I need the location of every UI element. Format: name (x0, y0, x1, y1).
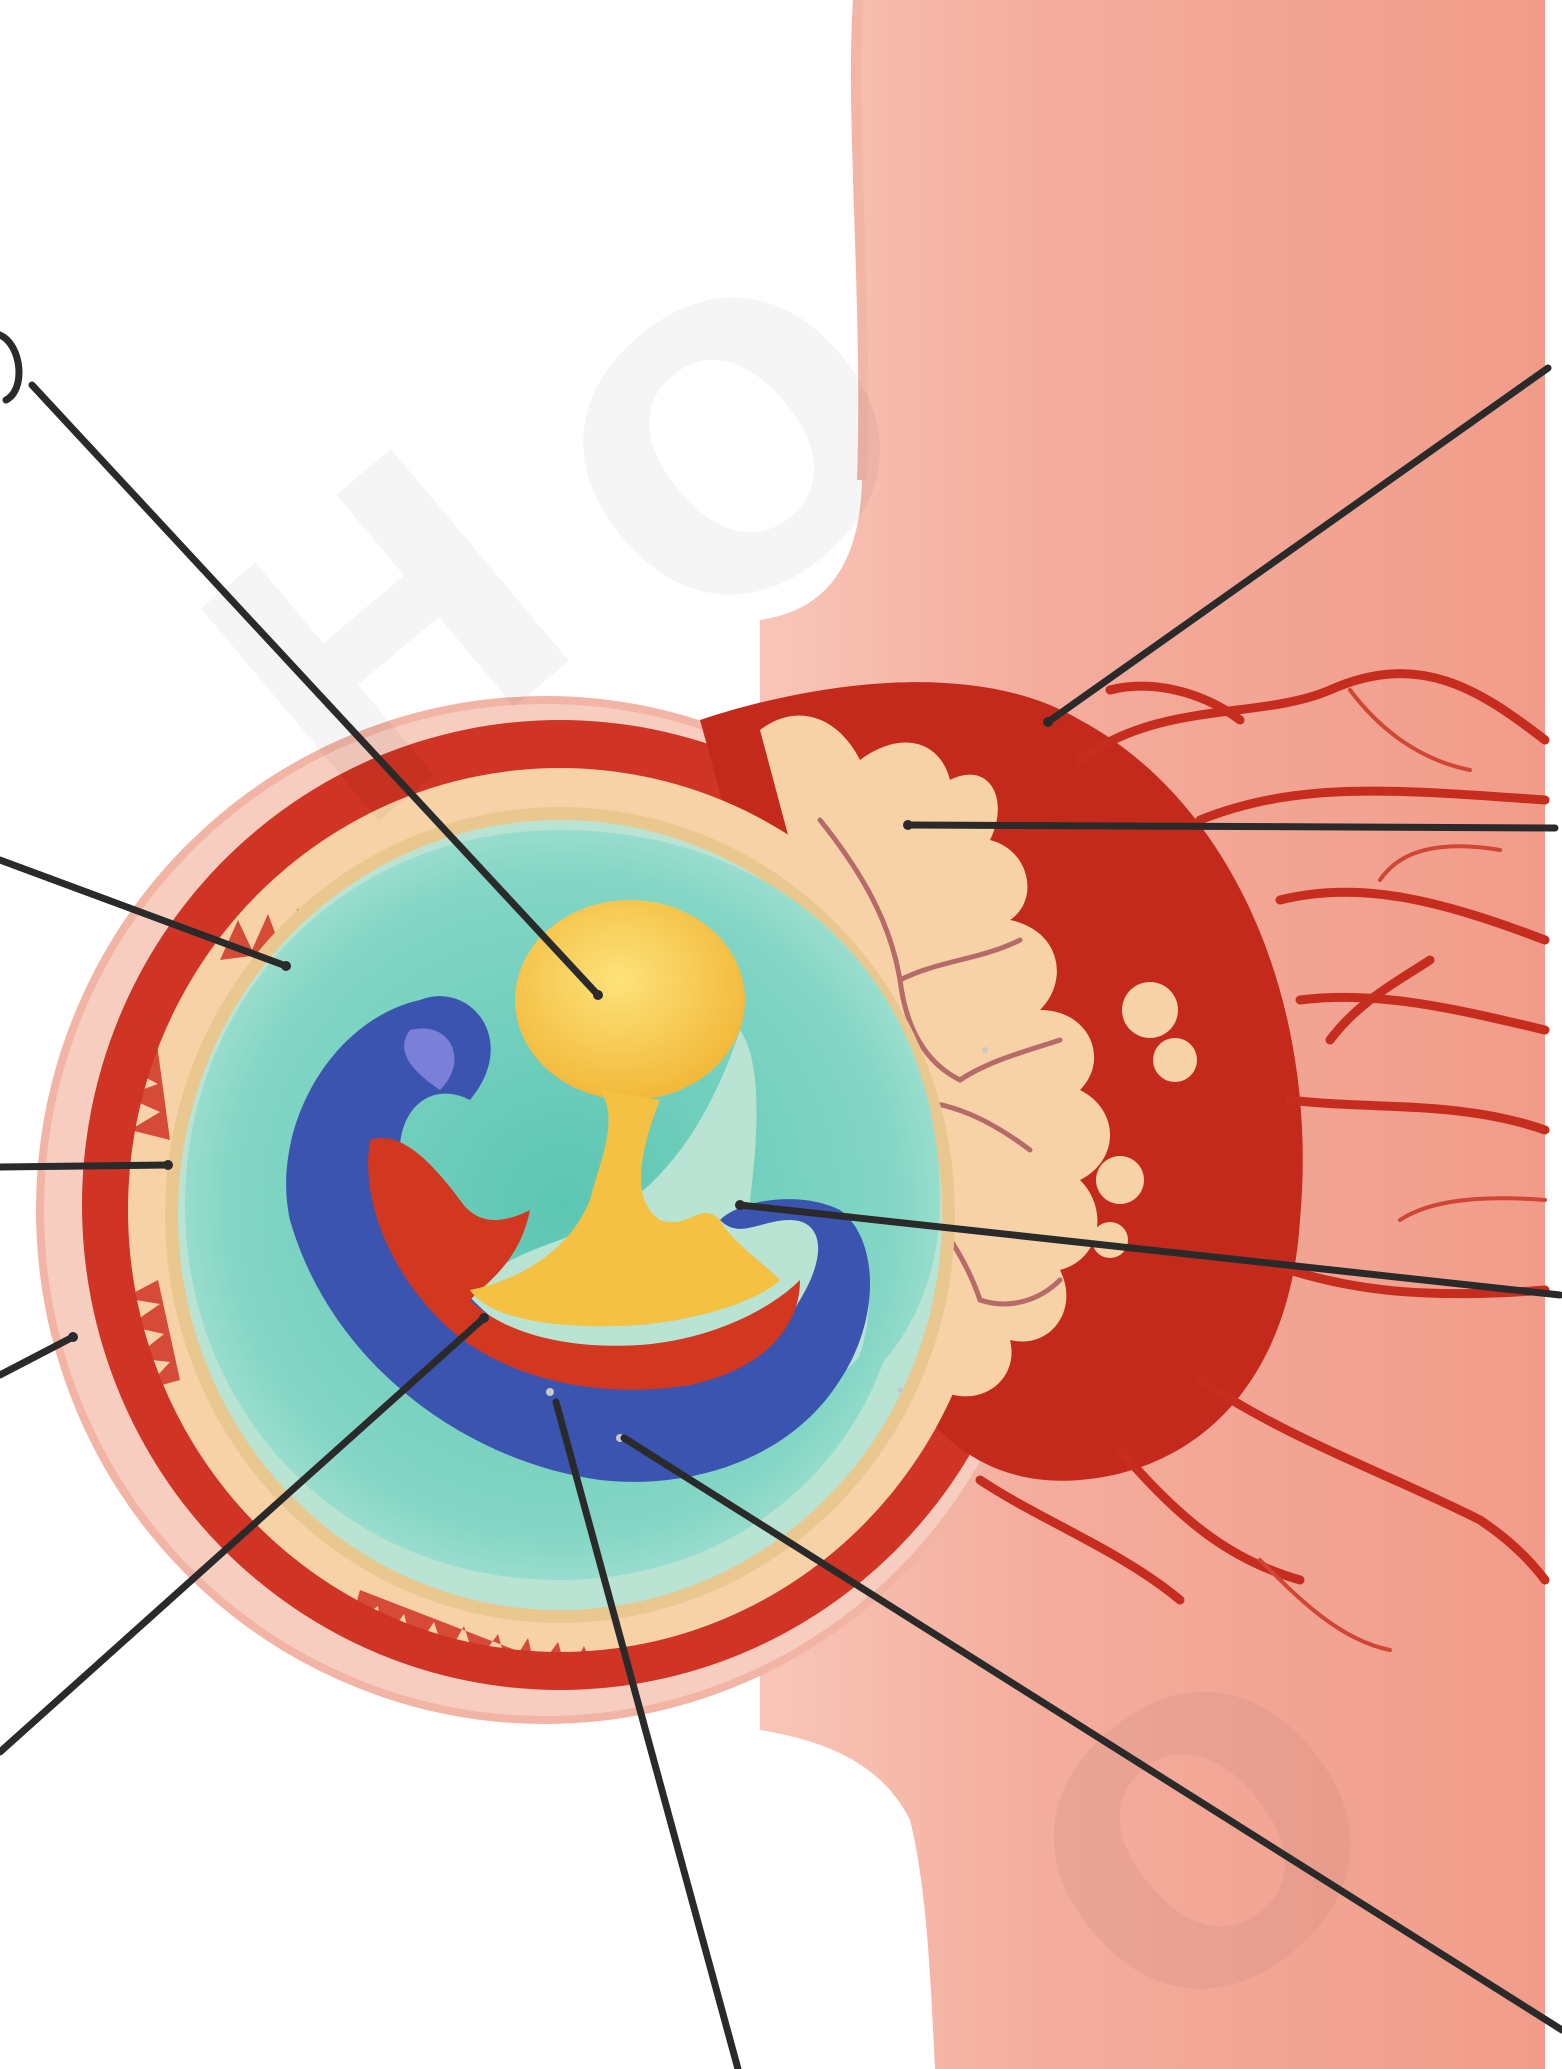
cropped-label-marker (0, 335, 19, 400)
leader-line-chorion (0, 1165, 168, 1167)
leader-line-chorionic-villi (908, 825, 1555, 828)
